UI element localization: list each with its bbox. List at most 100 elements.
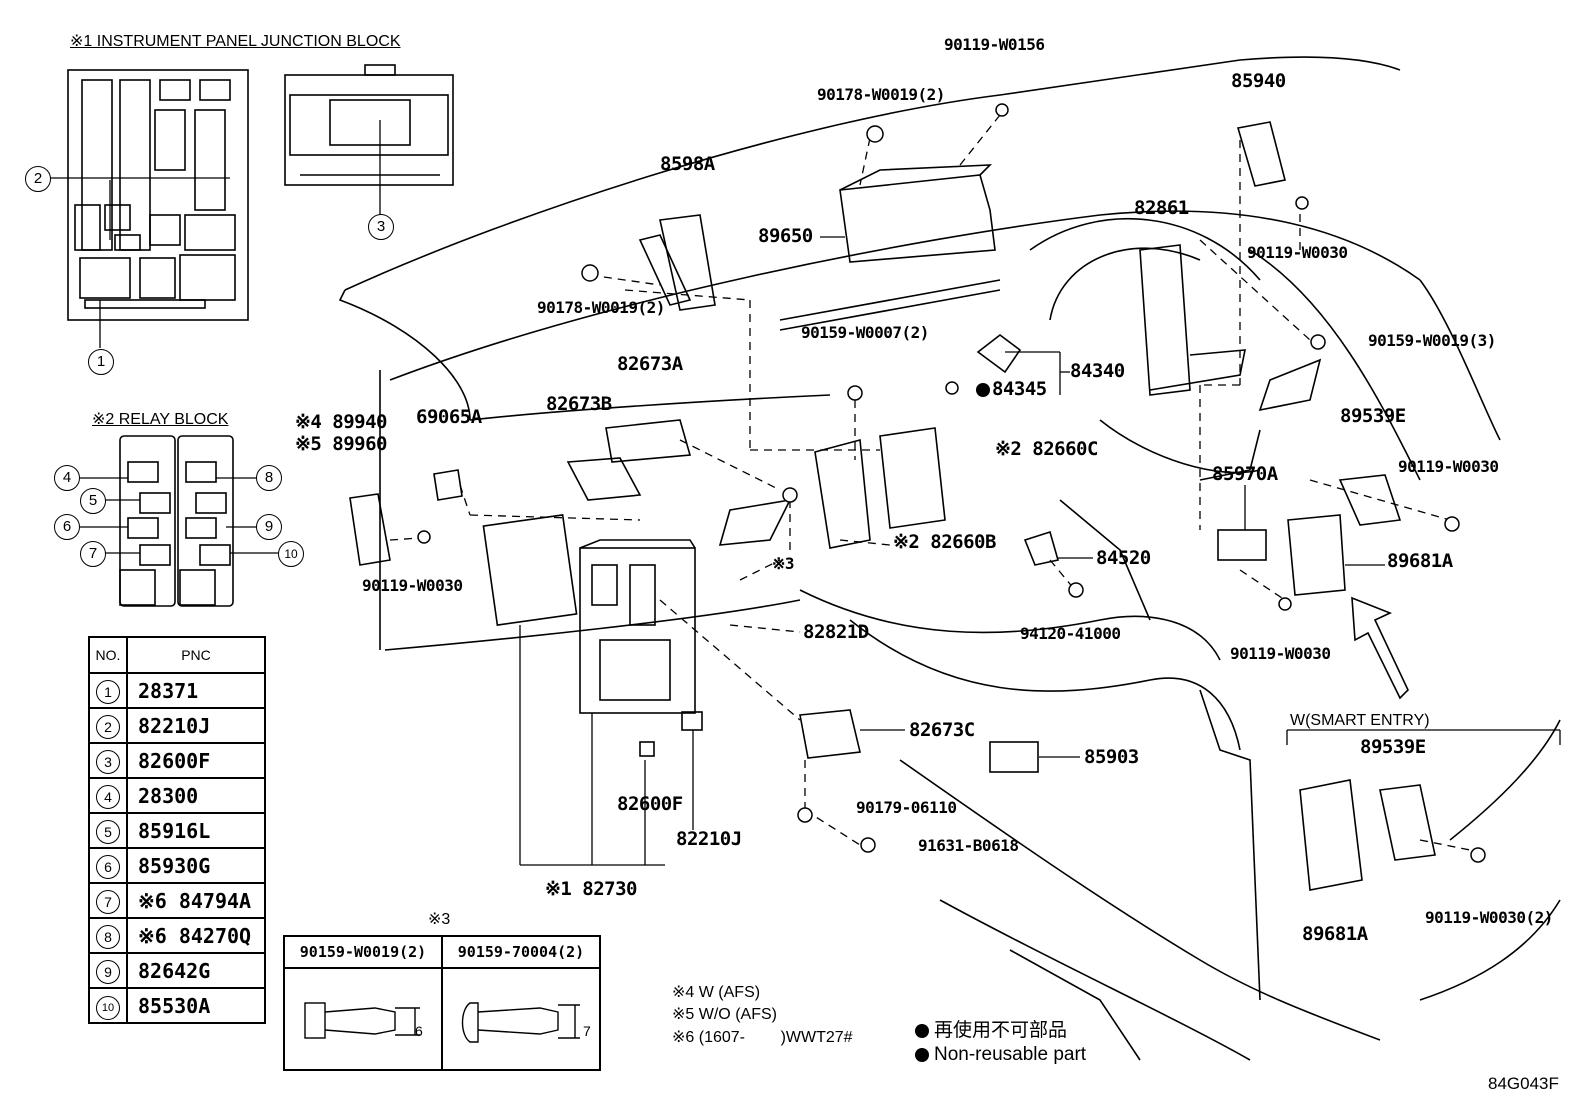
bracket-89539E-top: [1338, 474, 1402, 526]
label-8598A: 8598A: [660, 153, 715, 175]
row-pnc: ※6 84270Q: [126, 917, 266, 954]
junction-block-front: [67, 69, 249, 321]
legend-non-reusable-en: Non-reusable part: [934, 1044, 1087, 1065]
sensor-84520: [1023, 530, 1060, 566]
header-ip-junction-block: ※1 INSTRUMENT PANEL JUNCTION BLOCK: [70, 33, 401, 50]
bracket-82673C: [799, 709, 861, 759]
relay-block-left: [119, 435, 176, 607]
bolt-table: 90159-W0019(2) 90159-70004(2) 6 7: [283, 935, 601, 1071]
module-85970A: [1217, 529, 1267, 561]
label-90179-06110: 90179-06110: [856, 798, 957, 817]
bracket-82660B: [814, 438, 871, 549]
label-89681A-bottom: 89681A: [1302, 923, 1368, 945]
label-82600F: 82600F: [617, 793, 683, 815]
note-6: ※6 (1607- )WWT27#: [672, 1029, 853, 1046]
row-number: 5: [96, 819, 120, 844]
label-89681A-top: 89681A: [1387, 550, 1453, 572]
row-number: 1: [96, 679, 120, 704]
label-90119-W0030-2: 90119-W0030(2): [1425, 908, 1553, 927]
callout-2: 2: [25, 166, 51, 192]
label-90119-W0030-left: 90119-W0030: [362, 576, 463, 595]
label-90119-W0030-bottom: 90119-W0030: [1230, 644, 1331, 663]
nut-3: [782, 487, 798, 503]
row-number: 2: [96, 714, 120, 739]
washer-84345: [945, 381, 959, 395]
row-pnc: 82210J: [126, 707, 266, 744]
label-82673C: 82673C: [909, 719, 975, 741]
bolt-table-col2: 90159-70004(2): [441, 935, 601, 969]
row-number: 10: [96, 995, 120, 1020]
non-reusable-dot-84345: [976, 383, 990, 397]
bolt-90119-W0030-b: [1278, 597, 1292, 611]
diagram-code: 84G043F: [1488, 1074, 1559, 1093]
bracket-82660C: [879, 427, 946, 529]
pnc-table-header-no: NO.: [88, 636, 128, 674]
table-row: 8※6 84270Q: [88, 917, 266, 954]
label-89539E-bottom: 89539E: [1360, 736, 1426, 758]
callout-10: 10: [278, 541, 304, 567]
row-pnc: 85916L: [126, 812, 266, 849]
legend-dot-en: [915, 1048, 929, 1062]
label-90119-W0030-right2: 90119-W0030: [1398, 457, 1499, 476]
label-90159-W0007: 90159-W0007(2): [801, 323, 929, 342]
pnc-table-header-pnc: PNC: [126, 636, 266, 674]
callout-7: 7: [80, 541, 106, 567]
label-91631-B0618: 91631-B0618: [918, 836, 1019, 855]
module-89681A-bottom: [1299, 779, 1363, 891]
label-note3: ※3: [772, 554, 795, 573]
bolt-90119-W0030-2: [1470, 847, 1486, 863]
label-69065A: 69065A: [416, 406, 482, 428]
junction-block-rear: [284, 74, 454, 186]
bracket-89539E-bottom: [1379, 784, 1436, 861]
callout-8: 8: [256, 465, 282, 491]
module-85903: [989, 741, 1039, 773]
row-pnc: 85530A: [126, 987, 266, 1024]
direction-arrow: [1351, 596, 1409, 700]
label-85970A: 85970A: [1212, 463, 1278, 485]
nut-94120: [1068, 582, 1084, 598]
label-84345: 84345: [992, 378, 1047, 400]
row-pnc: 82642G: [126, 952, 266, 989]
bolt-90119-W0030-r: [1295, 196, 1309, 210]
label-82673B: 82673B: [546, 393, 612, 415]
label-90119-W0156: 90119-W0156: [944, 35, 1045, 54]
nut-90178-top: [866, 125, 884, 143]
bolt-90119-W0030-l: [417, 530, 431, 544]
row-pnc: ※6 84794A: [126, 882, 266, 919]
row-pnc: 28371: [126, 672, 266, 709]
callout-1: 1: [88, 349, 114, 375]
bolt-dim-2: 7: [583, 1023, 591, 1039]
label-90159-W0019-3: 90159-W0019(3): [1368, 331, 1496, 350]
label-89960: ※5 89960: [295, 433, 388, 455]
note-4: ※4 W (AFS): [672, 984, 761, 1001]
callout-6: 6: [54, 514, 80, 540]
bracket-82673B: [566, 457, 642, 501]
legend-non-reusable-jp: 再使用不可部品: [934, 1020, 1068, 1041]
row-pnc: 28300: [126, 777, 266, 814]
dashboard-outline: [344, 56, 1401, 291]
row-number: 6: [96, 854, 120, 879]
label-90178-W0019-top: 90178-W0019(2): [817, 85, 945, 104]
header-smart-entry: W(SMART ENTRY): [1290, 712, 1430, 729]
label-82730: ※1 82730: [545, 878, 638, 900]
bolt-table-col1: 90159-W0019(2): [283, 935, 443, 969]
note-5: ※5 W/O (AFS): [672, 1006, 777, 1023]
label-84520: 84520: [1096, 547, 1151, 569]
nut-90178-left: [581, 264, 599, 282]
callout-3: 3: [368, 214, 394, 240]
label-90178-W0019-left: 90178-W0019(2): [537, 298, 665, 317]
header-note3: ※3: [428, 911, 451, 928]
label-82673A: 82673A: [617, 353, 683, 375]
label-89940: ※4 89940: [295, 411, 388, 433]
module-8598A: [659, 214, 716, 311]
label-90119-W0030-right: 90119-W0030: [1247, 243, 1348, 262]
bolt-90119-W0156: [995, 103, 1009, 117]
label-84340: 84340: [1070, 360, 1125, 382]
bolt-91631: [860, 837, 876, 853]
